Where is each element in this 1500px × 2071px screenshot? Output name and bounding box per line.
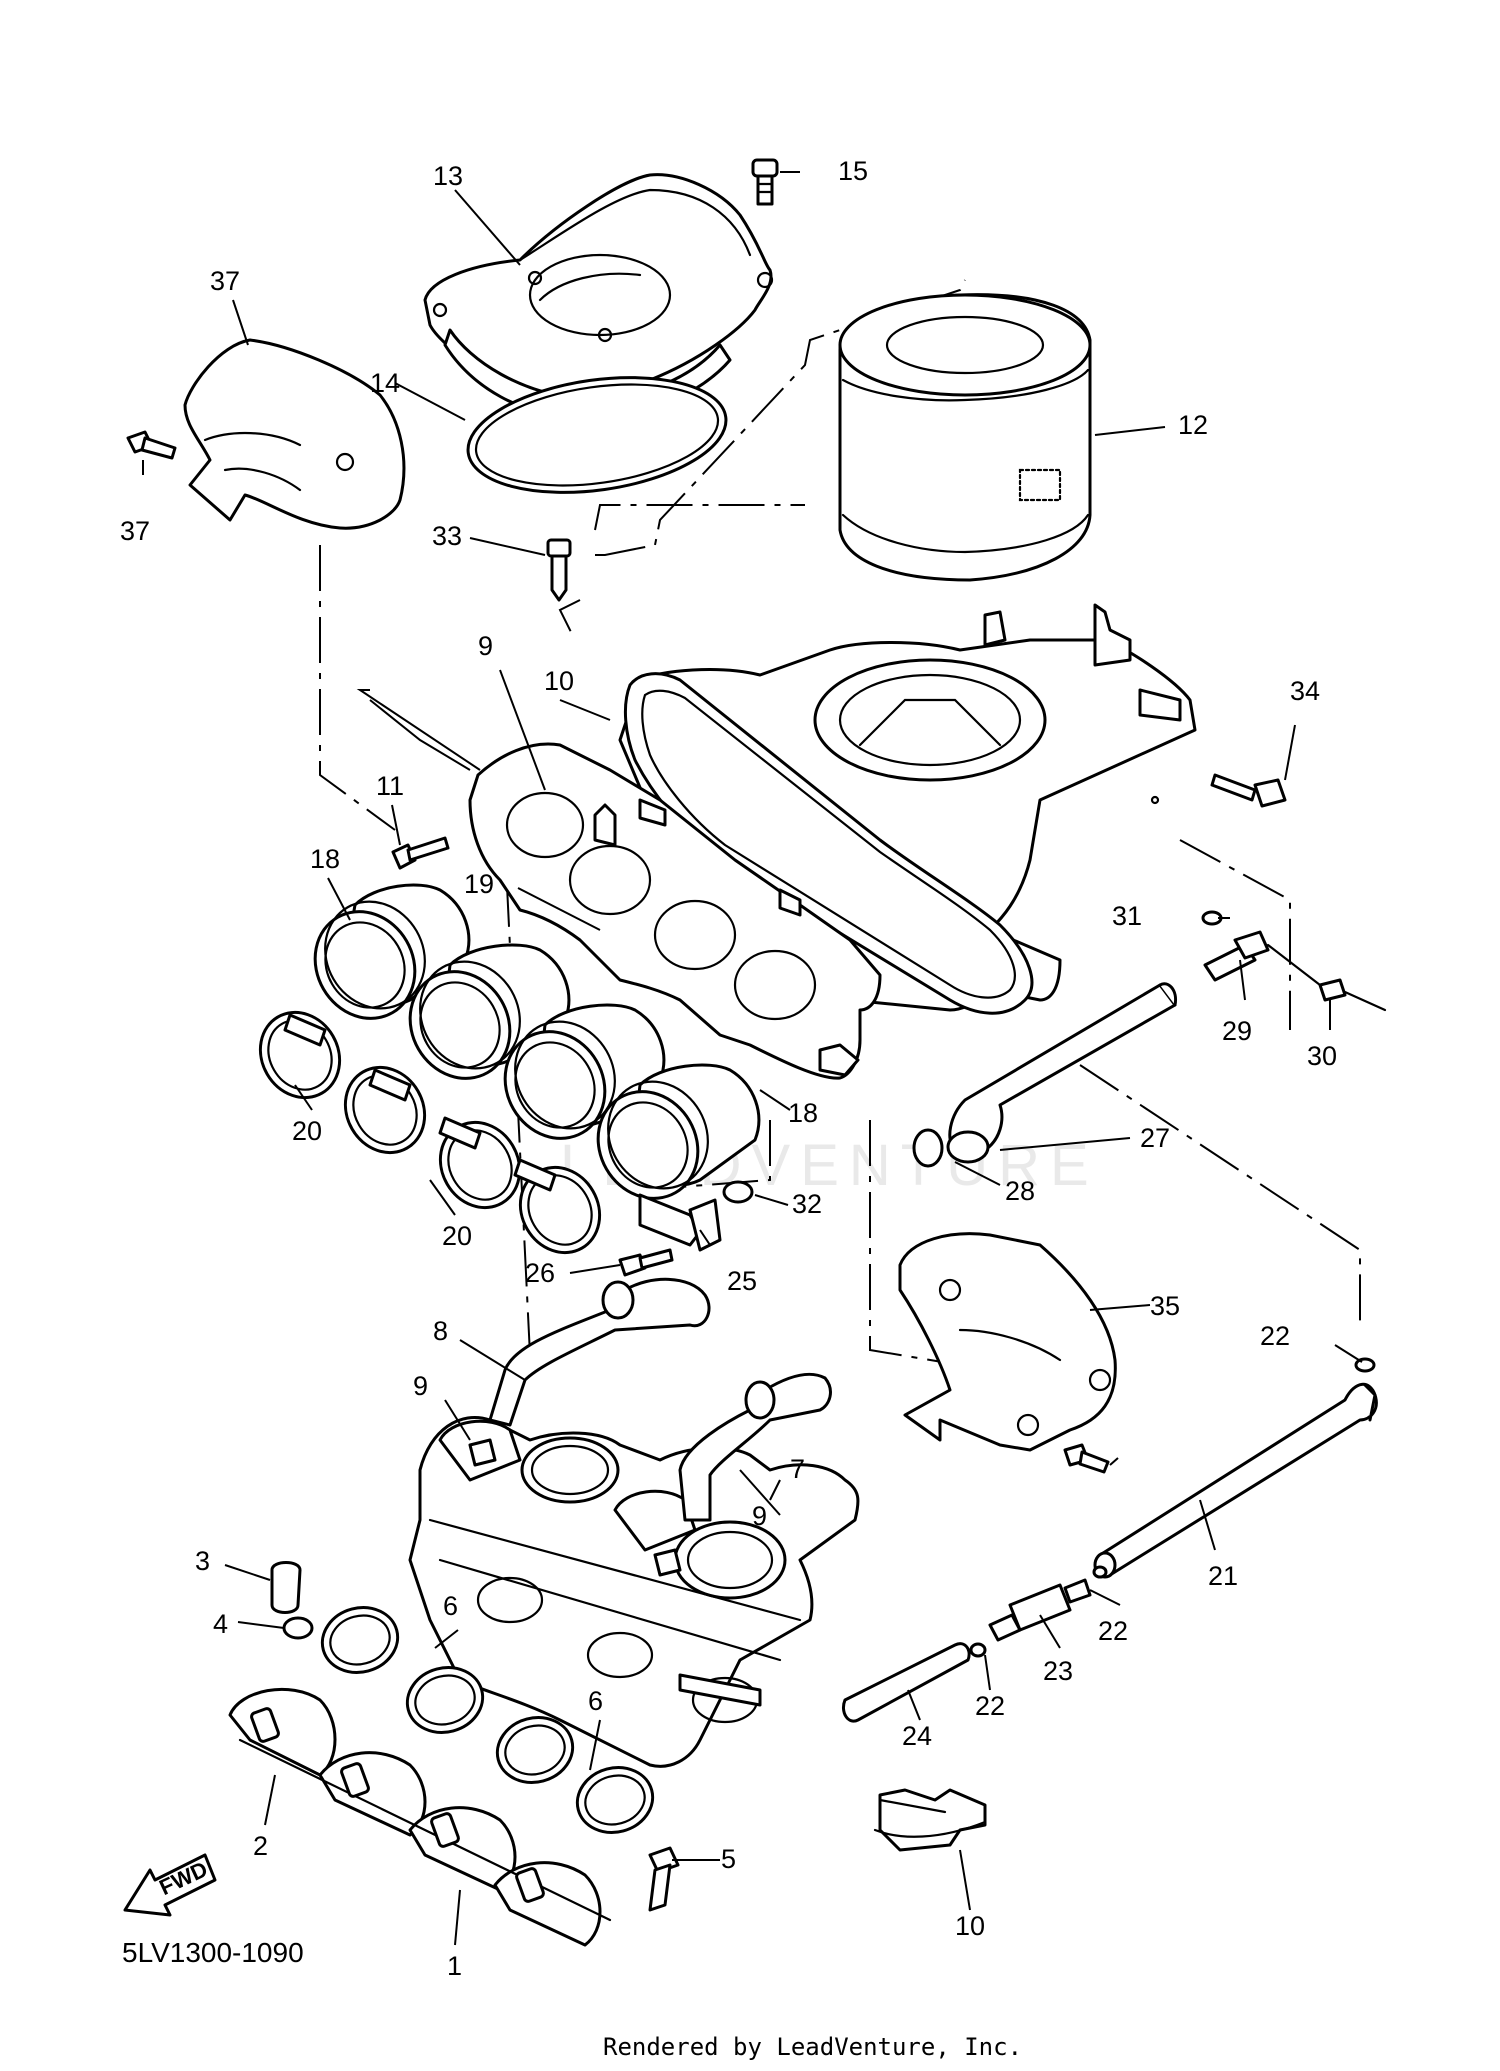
callout-7: 7 (790, 1454, 805, 1484)
forward-arrow-icon: FWD (123, 1853, 217, 1917)
sensor-parts (1201, 910, 1387, 1012)
bolt-33 (546, 538, 572, 602)
callout-27: 27 (1140, 1123, 1170, 1153)
callout-22-right: 22 (1098, 1616, 1128, 1646)
callout-6-lower: 6 (588, 1686, 603, 1716)
gasket-ring (466, 376, 728, 494)
callout-3: 3 (195, 1546, 210, 1576)
callout-2: 2 (253, 1831, 268, 1861)
intake-boots (313, 883, 761, 1200)
hose-bracket-10 (873, 1788, 987, 1852)
leader-lines (142, 171, 1363, 1946)
callout-9-right: 9 (752, 1501, 767, 1531)
callout-22-top: 22 (1260, 1321, 1290, 1351)
cap-and-clip (270, 1561, 314, 1640)
callout-8: 8 (433, 1316, 448, 1346)
callout-5: 5 (721, 1844, 736, 1874)
boot-clamps (258, 1010, 602, 1255)
clamps-6 (320, 1606, 655, 1834)
screw-17 (751, 158, 779, 206)
fuel-line-parts (842, 1357, 1378, 1723)
screw-13 (391, 836, 450, 870)
credit-text: Rendered by LeadVenture, Inc. (603, 2033, 1022, 2061)
callout-30: 30 (1307, 1041, 1337, 1071)
callout-12: 10 (544, 666, 574, 696)
breather-hose (912, 982, 1178, 1168)
callout-35: 35 (1150, 1291, 1180, 1321)
carburetor-joints (228, 1687, 612, 1947)
breather-joint (618, 1180, 754, 1277)
callout-31: 31 (1112, 901, 1142, 931)
callout-17: 15 (838, 156, 868, 186)
callout-15: 13 (433, 161, 463, 191)
side-cover-left (183, 338, 406, 530)
bolt-5 (648, 1846, 680, 1912)
drawing-code: 5LV1300-1090 (122, 1937, 304, 1968)
callout-1: 1 (447, 1951, 462, 1981)
callout-13: 11 (376, 771, 404, 801)
callout-9-left: 9 (413, 1371, 428, 1401)
callout-29: 29 (1222, 1016, 1252, 1046)
callout-25: 25 (727, 1266, 757, 1296)
callout-18-left: 18 (310, 844, 340, 874)
callout-10: 10 (955, 1911, 985, 1941)
callout-23: 23 (1043, 1656, 1073, 1686)
callout-14: 12 (1178, 410, 1208, 440)
callout-18-right: 18 (788, 1098, 818, 1128)
caps-9 (468, 1438, 682, 1577)
bolt-37-left (126, 430, 177, 460)
callout-24: 24 (902, 1721, 932, 1751)
callout-28: 28 (1005, 1176, 1035, 1206)
joint-plate (468, 742, 882, 1080)
bolt-37-right (1063, 1443, 1110, 1474)
callout-37-left: 37 (120, 516, 150, 546)
throttle-body-assembly (408, 1415, 860, 1768)
callout-32: 32 (792, 1189, 822, 1219)
callout-4: 4 (213, 1609, 228, 1639)
side-cover-right (898, 1232, 1117, 1452)
callout-19: 19 (464, 869, 494, 899)
callout-36: 37 (210, 266, 240, 296)
callout-20-upper: 20 (292, 1116, 322, 1146)
air-filter-element (838, 293, 1092, 582)
callout-26: 26 (525, 1258, 555, 1288)
callout-34: 34 (1290, 676, 1320, 706)
throttle-hoses (488, 1277, 832, 1522)
callout-33: 33 (432, 521, 462, 551)
callout-22-left: 22 (975, 1691, 1005, 1721)
callout-16: 14 (370, 368, 400, 398)
callout-labels: 13 15 37 14 12 37 33 9 10 34 11 18 19 31… (120, 156, 1337, 1981)
callout-6-upper: 6 (443, 1591, 458, 1621)
bolt-34 (1210, 773, 1287, 808)
callout-20-lower: 20 (442, 1221, 472, 1251)
callout-11: 9 (478, 631, 493, 661)
callout-21: 21 (1208, 1561, 1238, 1591)
